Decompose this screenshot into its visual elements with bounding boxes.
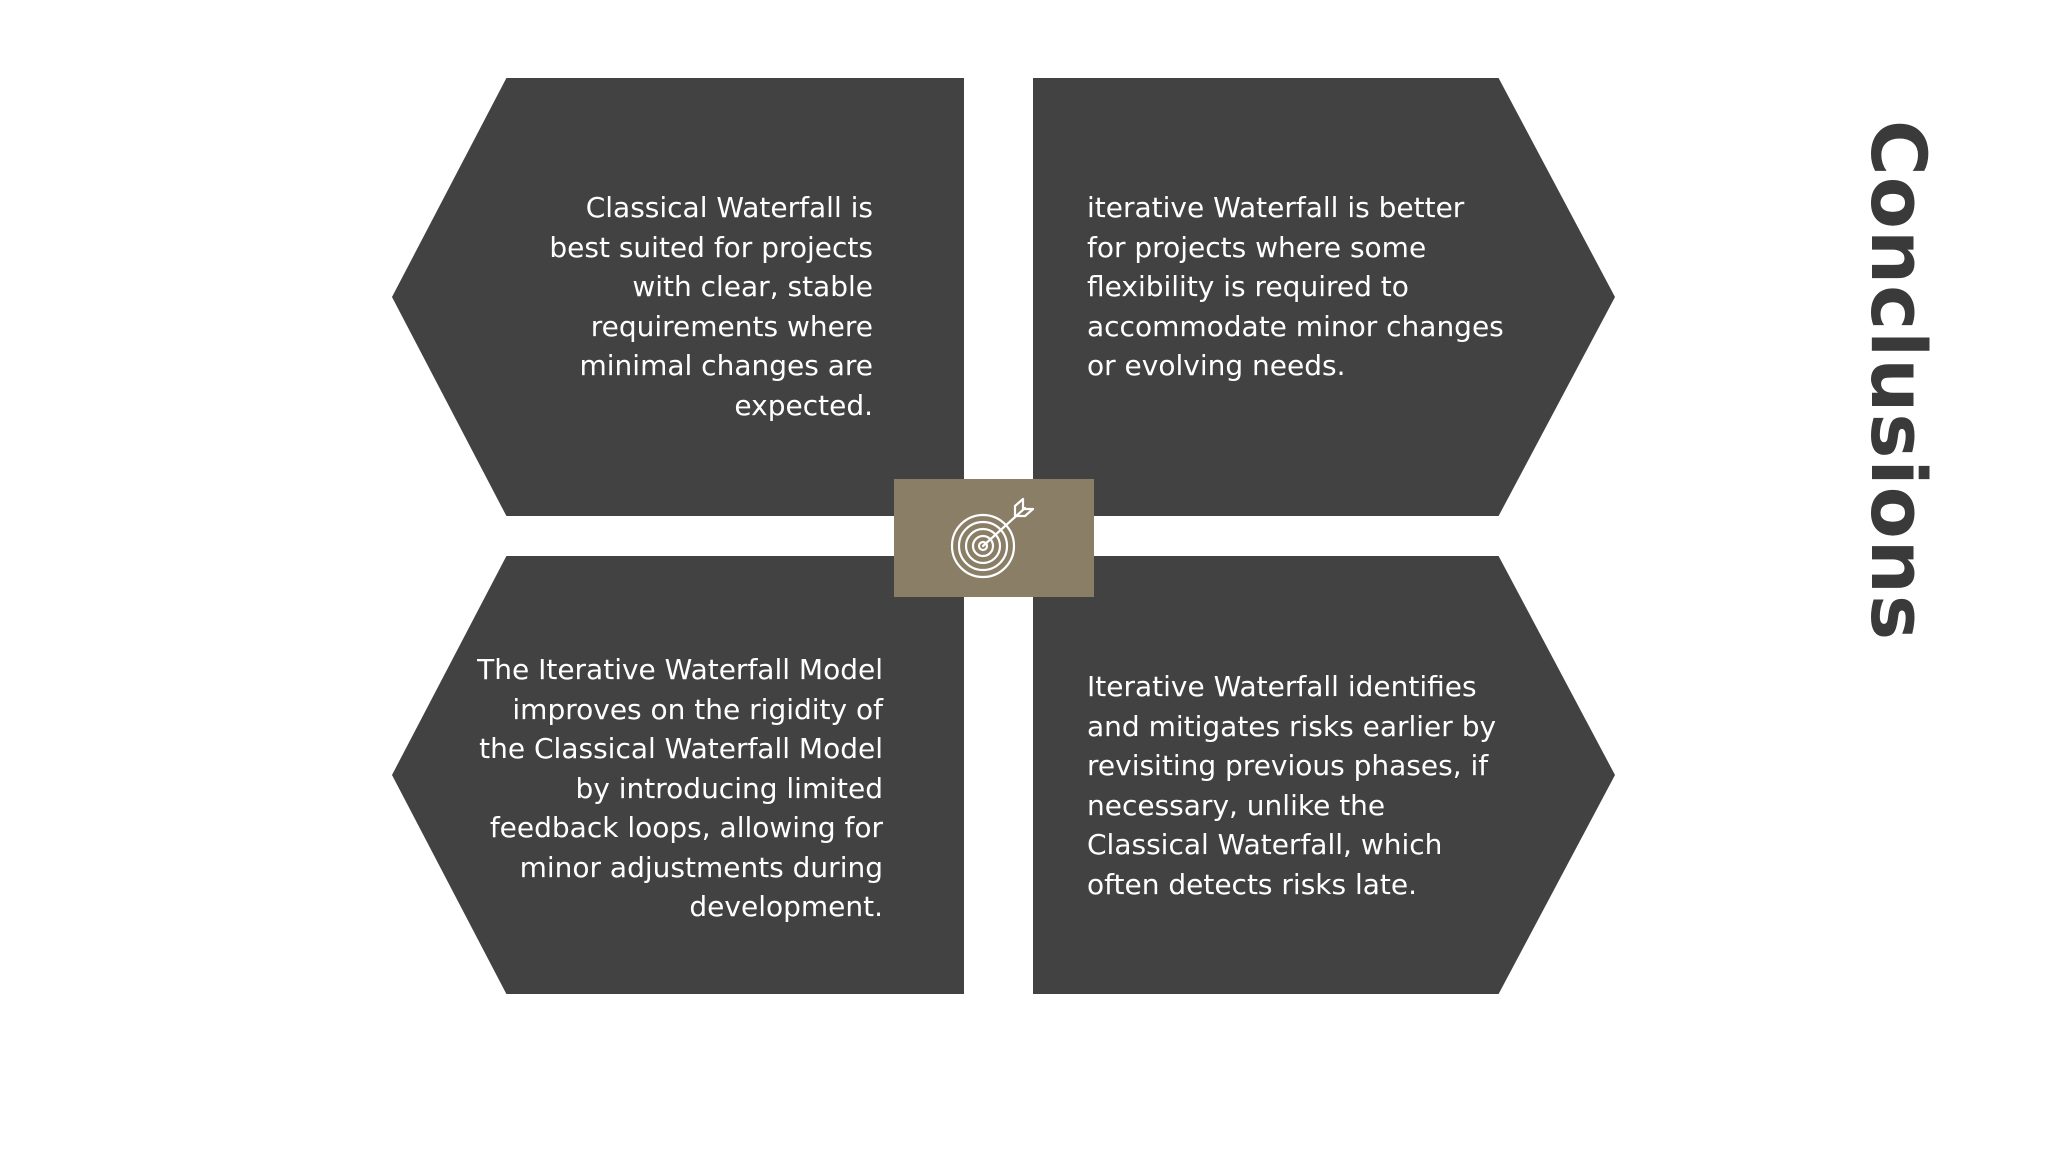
panel-bottom-right <box>1033 556 1615 994</box>
panel-bottom-left <box>392 556 964 994</box>
center-badge <box>894 479 1094 597</box>
slide-title: Conclusions <box>1854 120 1943 642</box>
panel-top-left-text: Classical Waterfall is best suited for p… <box>549 191 873 422</box>
panel-top-left <box>392 78 964 516</box>
panel-bottom-left-text: The Iterative Waterfall Model improves o… <box>477 653 883 923</box>
panel-top-right-text: iterative Waterfall is better for projec… <box>1087 191 1504 382</box>
panel-top-right <box>1033 78 1615 516</box>
panel-bottom-right-text: Iterative Waterfall identifies and mitig… <box>1087 670 1497 901</box>
target-arrow-icon <box>949 496 1039 580</box>
